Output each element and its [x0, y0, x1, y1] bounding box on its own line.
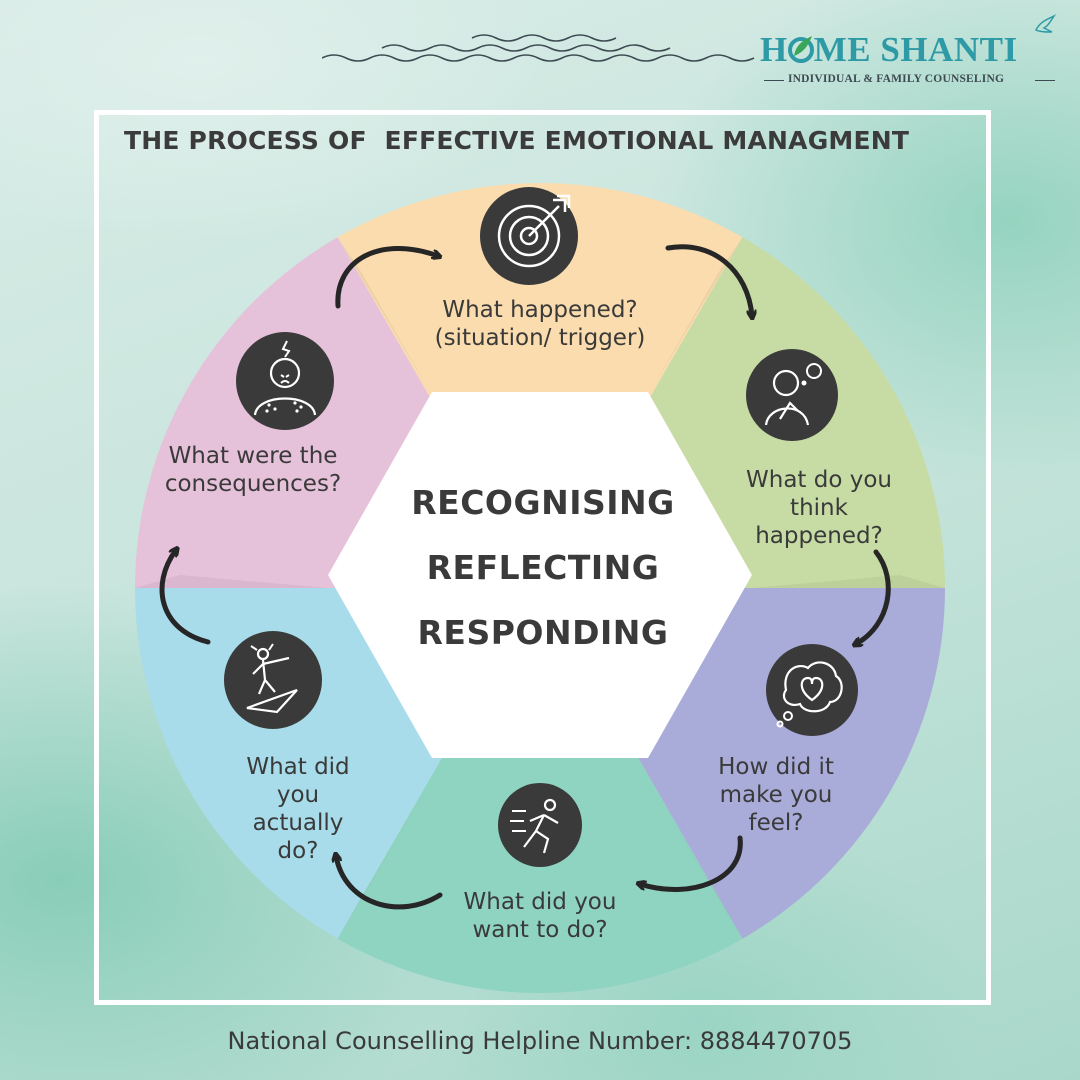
arrow-actions-to-consequences [159, 550, 211, 645]
center-label-reflecting: REFLECTING [426, 548, 660, 587]
leaf-icon [787, 36, 814, 63]
sector-situation [337, 183, 743, 588]
heart-thought-icon [766, 644, 858, 736]
arrow-urges-to-actions [336, 856, 443, 910]
helpline-footer: National Counselling Helpline Number: 88… [227, 1027, 853, 1055]
arrow-situation-to-thoughts [665, 244, 752, 316]
arrow-feelings-to-urges [640, 835, 743, 892]
page-title: THE PROCESS OF EFFECTIVE EMOTIONAL MANAG… [124, 126, 910, 155]
stage-label-feelings: How did it make you feel? [718, 754, 834, 836]
center-hexagon [328, 392, 752, 758]
brand-tagline: INDIVIDUAL & FAMILY COUNSELING [788, 73, 1005, 85]
tagline-rule-left [764, 80, 784, 81]
stage-label-consequences: What were the consequences? [164, 443, 342, 497]
running-person-icon [498, 783, 582, 867]
thinking-person-icon [746, 349, 838, 441]
brand-name: H ME SHANTI [760, 30, 1018, 69]
target-icon [480, 187, 578, 285]
wave-decoration [322, 34, 755, 62]
arrow-consequences-to-situation [335, 246, 438, 309]
tagline-rule-right [1035, 80, 1055, 81]
stressed-person-icon [236, 332, 334, 430]
arrow-thoughts-to-feelings [856, 549, 891, 644]
stage-label-actions: What did you actually do? [246, 754, 350, 864]
center-label-responding: RESPONDING [417, 613, 669, 652]
cycle-arrows [159, 244, 891, 910]
stage-label-thoughts: What do you think happened? [746, 467, 892, 549]
dove-icon [1034, 14, 1057, 33]
sector-fold-shadows [135, 237, 945, 939]
stage-label-urges: What did you want to do? [463, 889, 617, 943]
content-frame [94, 110, 991, 1005]
stage-label-situation: What happened? (situation/ trigger) [434, 297, 646, 351]
climbing-person-icon [224, 631, 322, 729]
brand-logo[interactable]: H ME SHANTI INDIVIDUAL & FAMILY COUNSELI… [760, 14, 1060, 96]
center-label-recognising: RECOGNISING [411, 483, 675, 522]
